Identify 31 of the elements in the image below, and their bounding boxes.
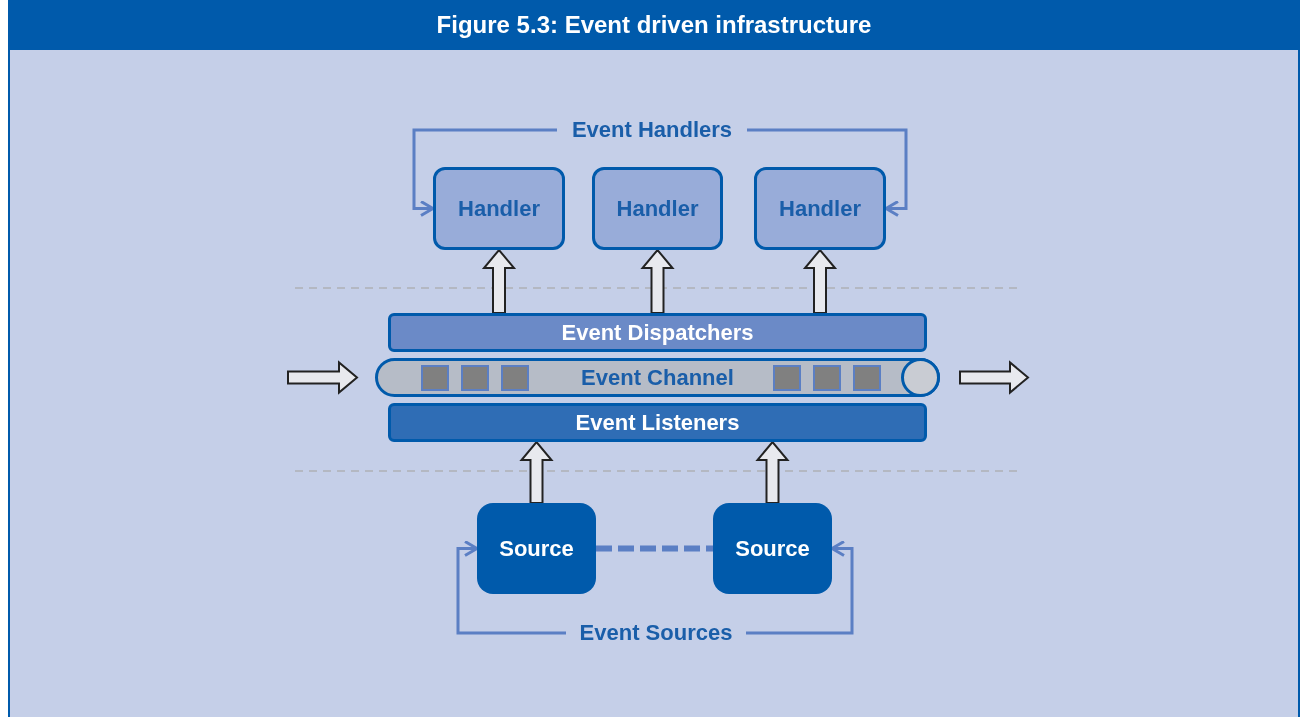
bracket-arrow (747, 128, 908, 217)
dashed-connector (596, 545, 713, 552)
dispatcher-bar (388, 313, 927, 352)
node-label: Event Dispatchers (561, 321, 754, 344)
node-label: Event Handlers (571, 119, 733, 141)
handler-box (433, 167, 565, 250)
node-label: Event Listeners (575, 411, 740, 434)
block-arrow (519, 440, 554, 504)
handler-box (754, 167, 886, 250)
listener-bar (388, 403, 927, 442)
bracket-arrow (746, 540, 854, 635)
node-label: Handler (779, 197, 861, 220)
node-label: Source (735, 537, 810, 560)
title-bar: Figure 5.3: Event driven infrastructure (8, 0, 1300, 50)
node-label: Handler (458, 197, 540, 220)
bracket-arrow (456, 540, 566, 635)
handler-box (592, 167, 723, 250)
block-arrow (959, 360, 1030, 395)
block-arrow (755, 440, 790, 504)
source-box (713, 503, 832, 594)
block-arrow (481, 248, 517, 314)
source-box (477, 503, 596, 594)
node-label: Handler (616, 197, 699, 220)
node-label: Source (499, 537, 574, 560)
node-label: Event Sources (579, 622, 733, 644)
node-label: Event Channel (581, 366, 734, 389)
block-arrow (287, 360, 359, 395)
bracket-arrow (412, 128, 557, 217)
channel-bar (375, 358, 940, 397)
block-arrow (640, 248, 675, 314)
block-arrow (802, 248, 838, 314)
